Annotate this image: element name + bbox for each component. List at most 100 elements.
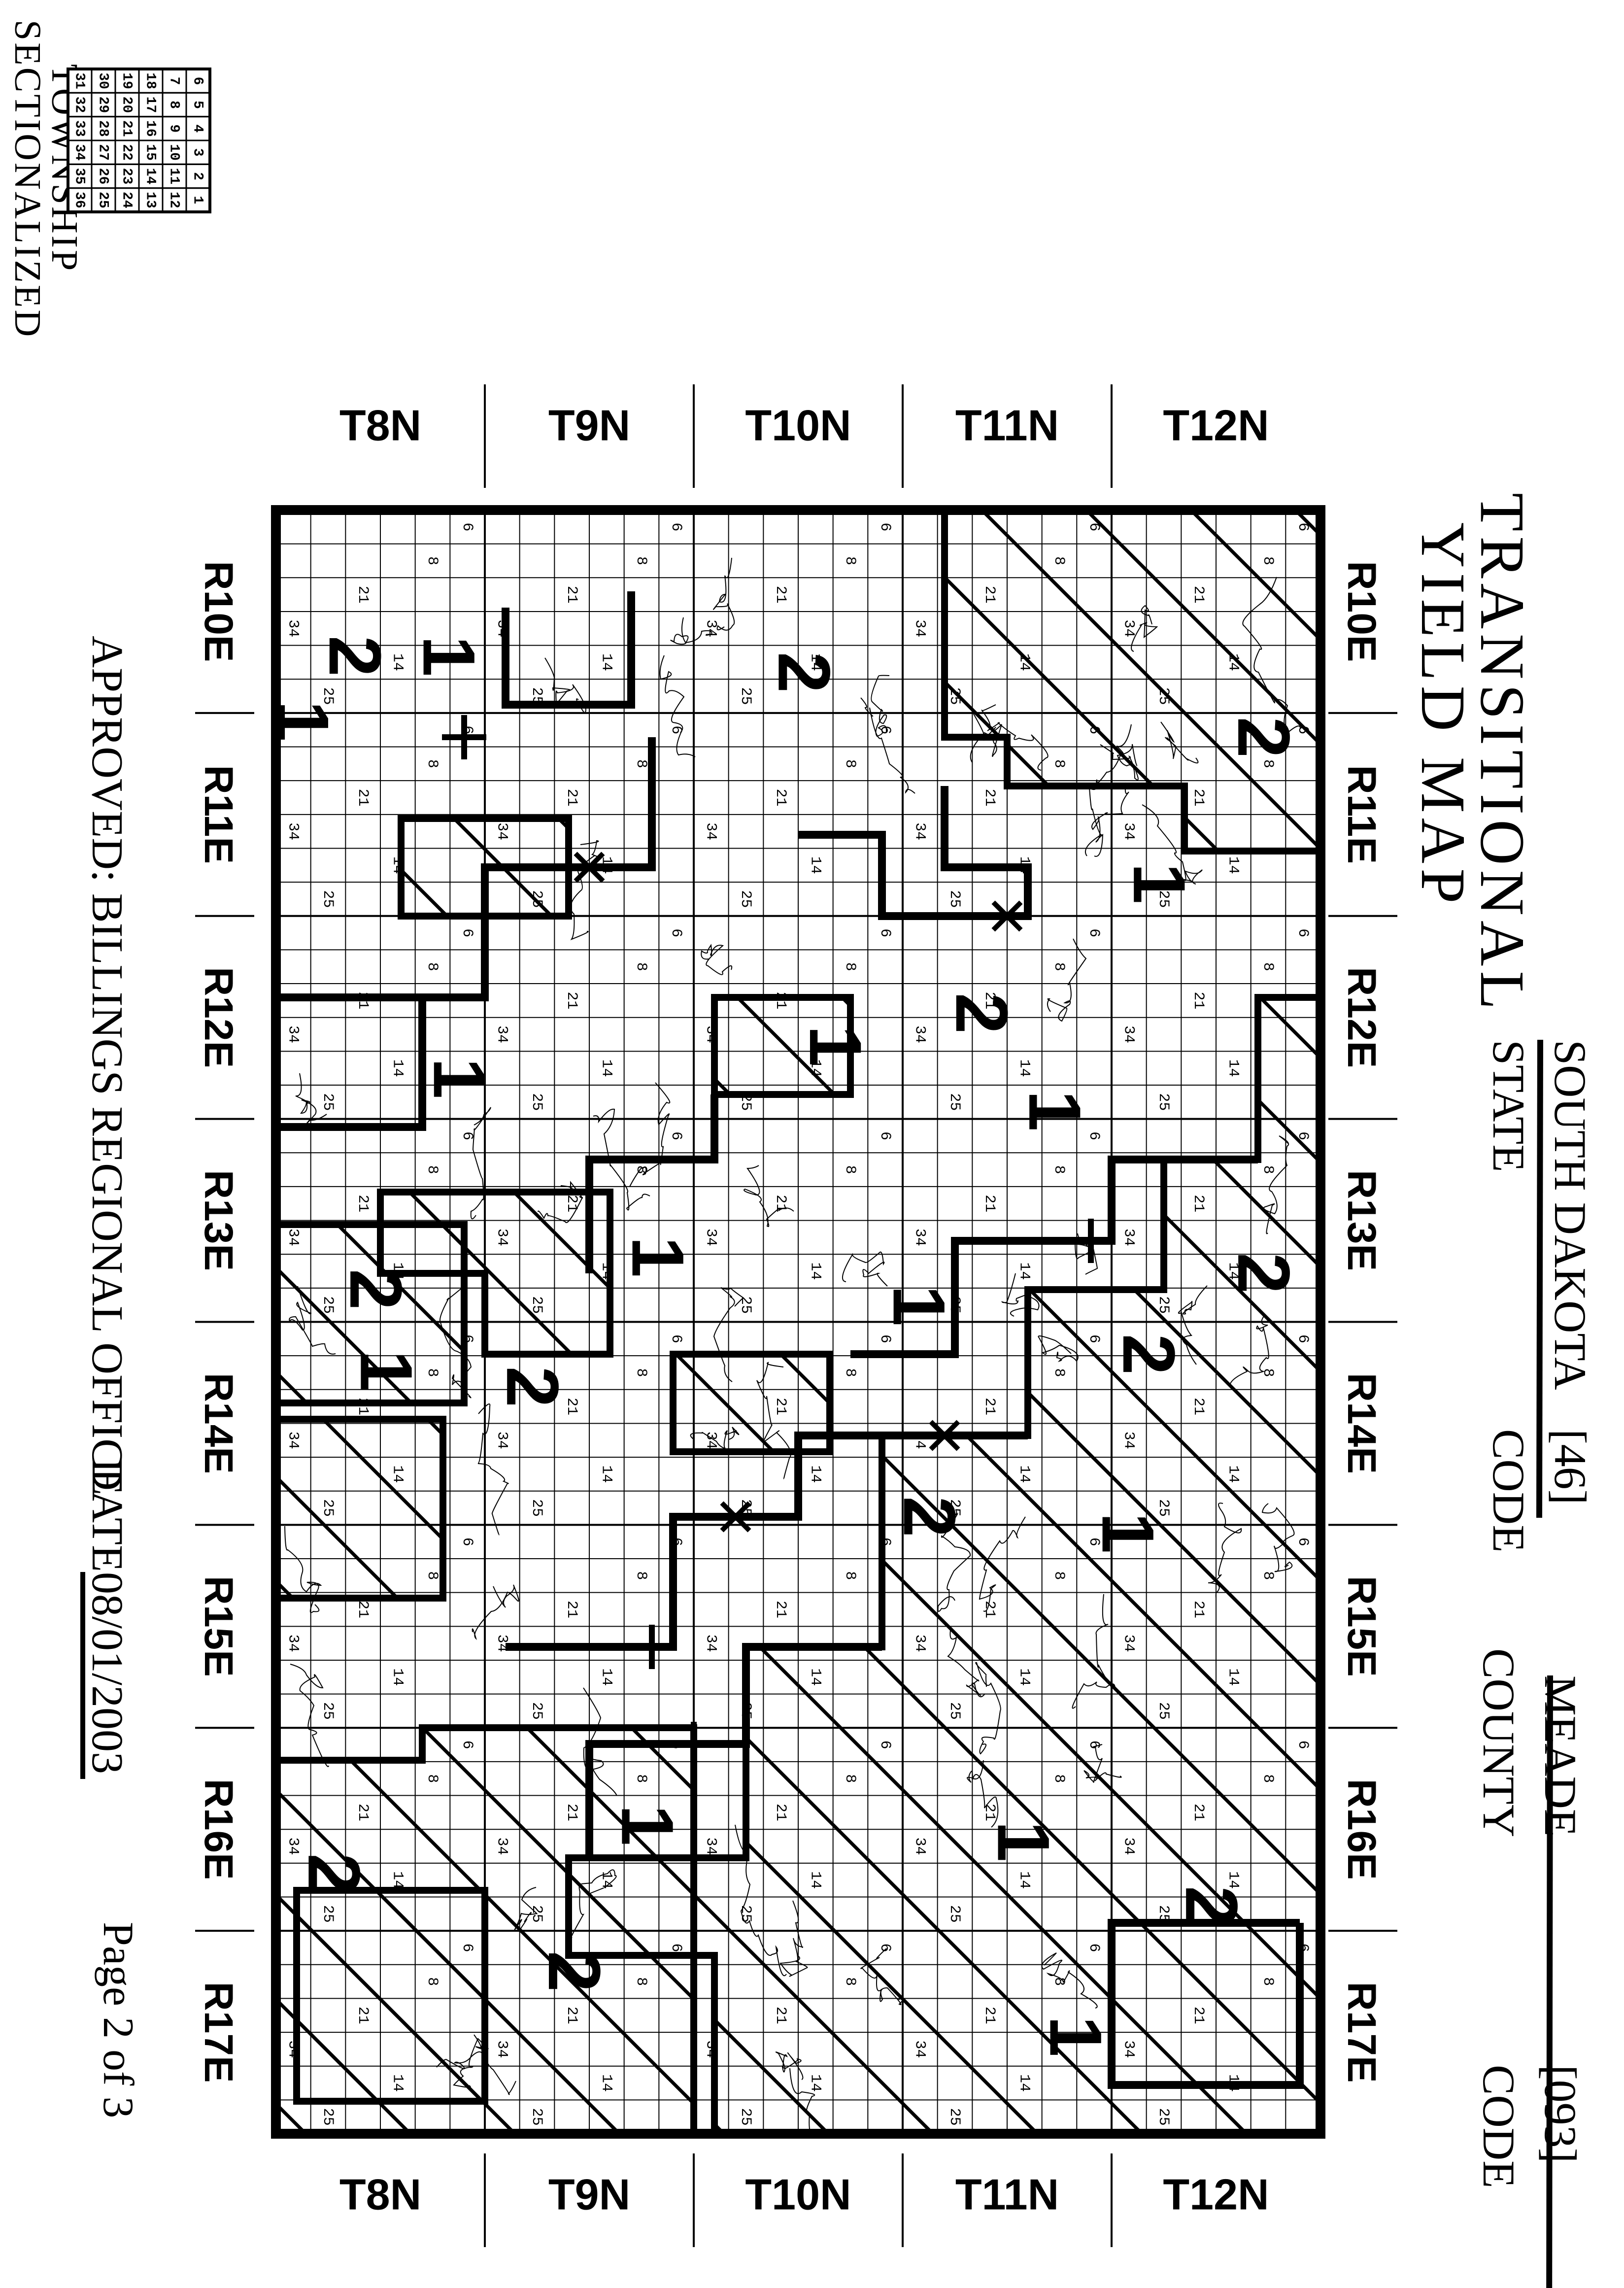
section-number: 6	[459, 1131, 475, 1140]
yield-zone-label: 2	[314, 636, 397, 677]
zone-boundary	[585, 1643, 882, 1858]
section-number: 8	[1050, 1165, 1067, 1174]
stream-line	[1178, 1285, 1208, 1365]
section-number: 6	[668, 928, 684, 937]
legend-section-number: 19	[119, 72, 135, 89]
zone-boundary	[502, 591, 635, 709]
legend-section-number: 24	[119, 192, 135, 208]
range-label-top: R12E	[1339, 967, 1384, 1068]
legend-section-number: 7	[167, 77, 182, 85]
section-number: 6	[1294, 928, 1311, 937]
boundary-plus-mark	[672, 1722, 716, 1766]
yield-zone-label: 2	[1108, 1334, 1190, 1375]
legend-section-number: 23	[119, 168, 135, 185]
stream-line	[779, 1900, 808, 1977]
streams-layer	[284, 557, 1301, 2134]
section-number: 34	[493, 1025, 510, 1043]
stream-line	[713, 557, 735, 631]
stream-line	[1038, 1335, 1079, 1362]
approved-text: APPROVED: BILLINGS REGIONAL OFFICE	[83, 636, 132, 1495]
section-number: 8	[842, 1165, 858, 1174]
stream-line	[1131, 605, 1158, 652]
legend-grid: 6543217891011121817161514131920212223243…	[67, 68, 211, 213]
title-line-1: TRANSITIONAL	[1467, 493, 1537, 1015]
legend-section-number: 22	[119, 144, 135, 161]
legend-section-number: 25	[96, 192, 111, 208]
section-number: 25	[528, 1093, 545, 1111]
legend-section-number: 34	[72, 144, 87, 161]
range-label-top: R15E	[1339, 1576, 1384, 1677]
footer: APPROVED: BILLINGS REGIONAL OFFICE DATE …	[80, 636, 142, 2118]
yield-zone-label: 2	[1170, 1886, 1253, 1927]
stream-line	[967, 1760, 999, 1828]
section-number: 8	[1050, 962, 1067, 971]
township-label-right: T8N	[339, 2170, 421, 2219]
section-number: 6	[1085, 928, 1102, 937]
stream-line	[629, 1082, 671, 1187]
boundary-x-mark	[720, 1501, 751, 1533]
section-number: 6	[877, 1131, 893, 1140]
section-number: 34	[284, 619, 301, 637]
stream-line	[1160, 721, 1199, 764]
stream-line	[514, 1887, 538, 1932]
stream-line	[470, 1107, 491, 1220]
section-number: 21	[563, 586, 580, 604]
stream-line	[947, 1627, 985, 1698]
stream-line	[1041, 1952, 1098, 2009]
range-label-bottom: R13E	[196, 1170, 241, 1271]
section-number: 14	[389, 1059, 406, 1077]
sectionalized-township-legend: SECTIONALIZED TOWNSHIP 65432178910111218…	[7, 20, 211, 339]
legend-title-1: SECTIONALIZED	[7, 20, 48, 339]
section-number: 8	[633, 759, 649, 768]
range-label-bottom: R12E	[196, 967, 241, 1068]
stream-line	[1100, 744, 1139, 781]
yield-zone-label: 2	[1222, 1253, 1305, 1294]
county-underline	[1546, 1675, 1553, 2288]
yield-zone-label: 2	[335, 1269, 417, 1310]
stream-line	[477, 1403, 509, 1536]
section-number: 34	[702, 1635, 719, 1652]
section-number: 6	[459, 1537, 475, 1546]
stream-line	[860, 697, 915, 794]
section-number: 34	[1120, 1229, 1137, 1246]
stream-line	[979, 1516, 1026, 1612]
range-label-top: R11E	[1339, 765, 1384, 864]
legend-section-number: 4	[190, 124, 205, 133]
section-number: 8	[633, 556, 649, 565]
yield-zone-label: 2	[888, 1496, 971, 1537]
stream-line	[289, 1286, 336, 1355]
section-number: 6	[877, 725, 893, 734]
range-label-bottom: R17E	[196, 1982, 241, 2083]
legend-section-number: 29	[96, 97, 111, 113]
township-label-left: T12N	[1163, 401, 1269, 449]
stream-line	[583, 1687, 617, 1796]
stream-line	[1242, 577, 1301, 734]
state-code-value: [46]	[1545, 1429, 1595, 1504]
section-number: 21	[981, 1398, 998, 1415]
stream-line	[871, 675, 890, 737]
legend-section-number: 20	[119, 97, 135, 113]
stream-line	[775, 2051, 804, 2080]
section-number: 14	[389, 653, 406, 671]
section-number: 25	[319, 1702, 336, 1720]
stream-line	[701, 944, 733, 975]
stream-line	[570, 1869, 617, 1939]
section-number: 25	[1155, 890, 1172, 908]
section-number: 14	[598, 1059, 614, 1077]
county-value: MEADE	[1535, 1675, 1586, 1837]
section-number: 34	[493, 1432, 510, 1449]
range-label-top: R10E	[1339, 561, 1384, 662]
section-number: 34	[284, 822, 301, 840]
stream-line	[439, 1286, 472, 1399]
yield-zone-label: 2	[1222, 717, 1305, 758]
legend-section-number: 30	[96, 72, 111, 89]
stream-line	[735, 1824, 787, 1977]
section-number: 8	[424, 759, 440, 768]
stream-line	[659, 655, 696, 757]
township-label-right: T10N	[745, 2170, 851, 2219]
township-label-left: T11N	[955, 401, 1059, 449]
section-number: 25	[319, 687, 336, 705]
